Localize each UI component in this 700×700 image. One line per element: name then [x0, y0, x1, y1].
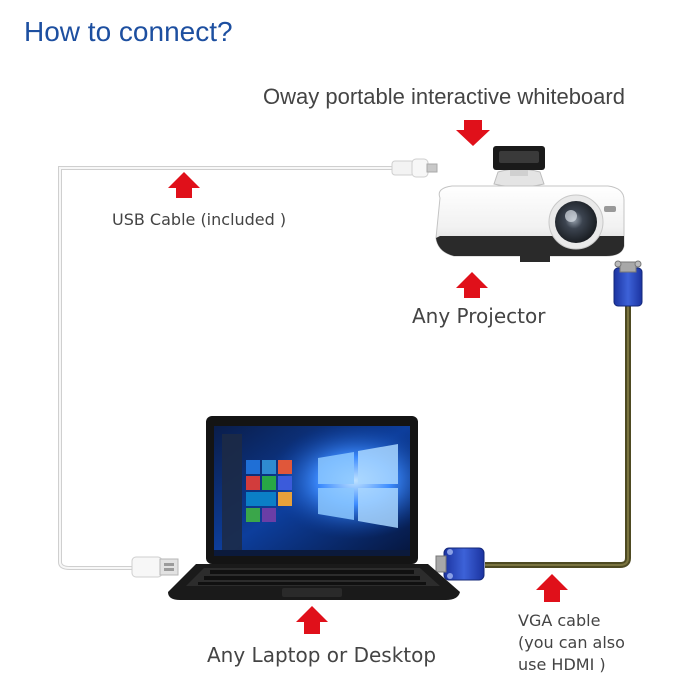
- vga-label-line-2: (you can also: [518, 633, 625, 652]
- red-arrow-icon: [536, 574, 568, 602]
- projector-label: Any Projector: [412, 304, 546, 328]
- usb-cable: [58, 166, 398, 570]
- vga-label-line-1: VGA cable: [518, 611, 601, 630]
- laptop-icon: [168, 416, 460, 600]
- usb-cable-label: USB Cable (included ): [112, 210, 287, 229]
- keyboard: [198, 570, 426, 585]
- projector-icon: [435, 185, 625, 262]
- red-arrow-icon: [168, 172, 200, 198]
- whiteboard-sensor-icon: [493, 146, 545, 188]
- product-title: Oway portable interactive whiteboard: [263, 84, 625, 109]
- start-menu-tiles: [222, 434, 292, 550]
- vga-cable: [485, 300, 631, 568]
- usb-plug-icon: [131, 556, 179, 578]
- page-title: How to connect?: [24, 16, 233, 47]
- vga-connector-icon: [435, 547, 485, 581]
- red-arrow-icon: [456, 120, 490, 146]
- red-arrow-icon: [296, 606, 328, 634]
- vga-connector-icon: [613, 260, 643, 307]
- red-arrow-icon: [456, 272, 488, 298]
- micro-usb-plug-icon: [391, 158, 438, 178]
- windows-logo-icon: [318, 444, 398, 528]
- vga-label-line-3: use HDMI ): [518, 655, 606, 674]
- vga-cable-label: VGA cable (you can also use HDMI ): [518, 610, 625, 676]
- laptop-label: Any Laptop or Desktop: [207, 643, 437, 667]
